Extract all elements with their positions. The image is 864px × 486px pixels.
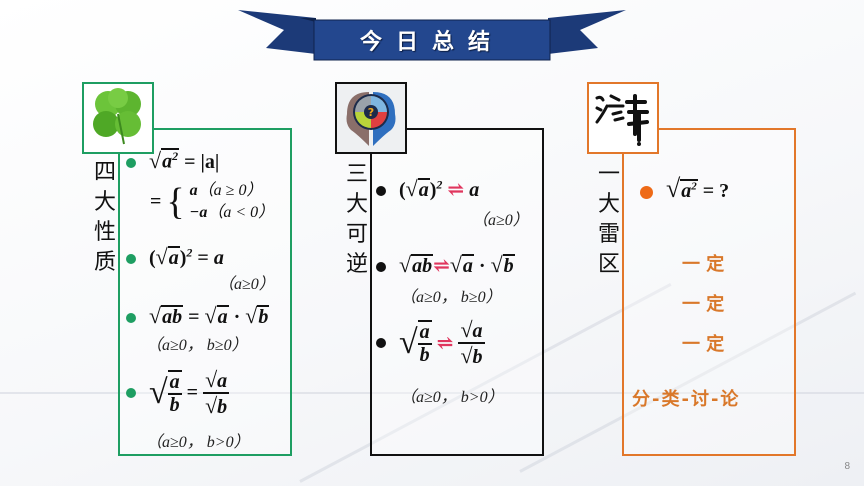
reversible-arrow-icon: ⇌ xyxy=(447,179,465,201)
minefield-footer: 分-类-讨-论 xyxy=(632,389,741,410)
ribbon-icon xyxy=(238,10,626,61)
svg-text:?: ? xyxy=(368,106,374,119)
bullet-icon xyxy=(376,338,386,348)
panel-title-three-reversible: 三 大 可 逆 xyxy=(345,162,368,277)
minefield-line-3: 一 定 xyxy=(682,334,725,355)
calligraphy-jing-icon xyxy=(595,94,649,146)
bullet-icon xyxy=(376,262,386,273)
minefield-line-1: 一 定 xyxy=(682,254,725,275)
page-number: 8 xyxy=(844,461,850,472)
reversible-arrow-icon: ⇌ xyxy=(436,332,454,355)
panel-one-minefield xyxy=(622,128,796,456)
calligraphy-icon-box xyxy=(587,82,659,154)
bullet-icon xyxy=(640,185,653,199)
reversible-arrow-icon: ⇌ xyxy=(433,255,450,277)
panel-title-four-properties: 四 大 性 质 xyxy=(93,160,116,275)
panel-title-one-minefield: 一 大 雷 区 xyxy=(597,162,620,277)
puzzle-heads-icon: ? xyxy=(346,92,396,146)
reversible-square-of-root: (√a)2 ⇌ a xyxy=(376,176,479,202)
property-abs-value: √a2 = |a| xyxy=(126,148,219,174)
background-streak xyxy=(0,392,864,394)
condition-text: （a≥0， b≥0） xyxy=(146,337,248,354)
condition-text: （a≥0， b>0） xyxy=(400,389,504,406)
panel-four-properties xyxy=(118,128,292,456)
reversible-product: √ab⇌√a · √b xyxy=(376,252,515,278)
property-product: √ab = √a · √b xyxy=(126,303,270,329)
property-abs-cases: = { a（a ≥ 0） −a（a < 0） xyxy=(150,181,275,223)
bullet-icon xyxy=(126,388,136,398)
bullet-icon xyxy=(376,186,386,197)
bullet-icon xyxy=(126,313,136,324)
minefield-question: √a2 = ? xyxy=(640,174,729,204)
four-leaf-clover-icon xyxy=(93,88,141,145)
condition-text: （a≥0） xyxy=(472,212,529,229)
condition-text: （a≥0， b>0） xyxy=(146,434,250,451)
bullet-icon xyxy=(126,254,136,265)
minefield-line-2: 一 定 xyxy=(682,294,725,315)
title-banner: 今日总结 xyxy=(238,4,626,64)
property-square-of-root: (√a)2 = a xyxy=(126,244,224,270)
condition-text: （a≥0） xyxy=(218,276,275,293)
condition-text: （a≥0， b≥0） xyxy=(400,289,502,306)
banner-title: 今日总结 xyxy=(359,30,504,55)
panel-three-reversible xyxy=(370,128,544,456)
puzzle-heads-icon-box: ? xyxy=(335,82,407,154)
bullet-icon xyxy=(126,158,136,169)
clover-icon-box xyxy=(82,82,154,154)
